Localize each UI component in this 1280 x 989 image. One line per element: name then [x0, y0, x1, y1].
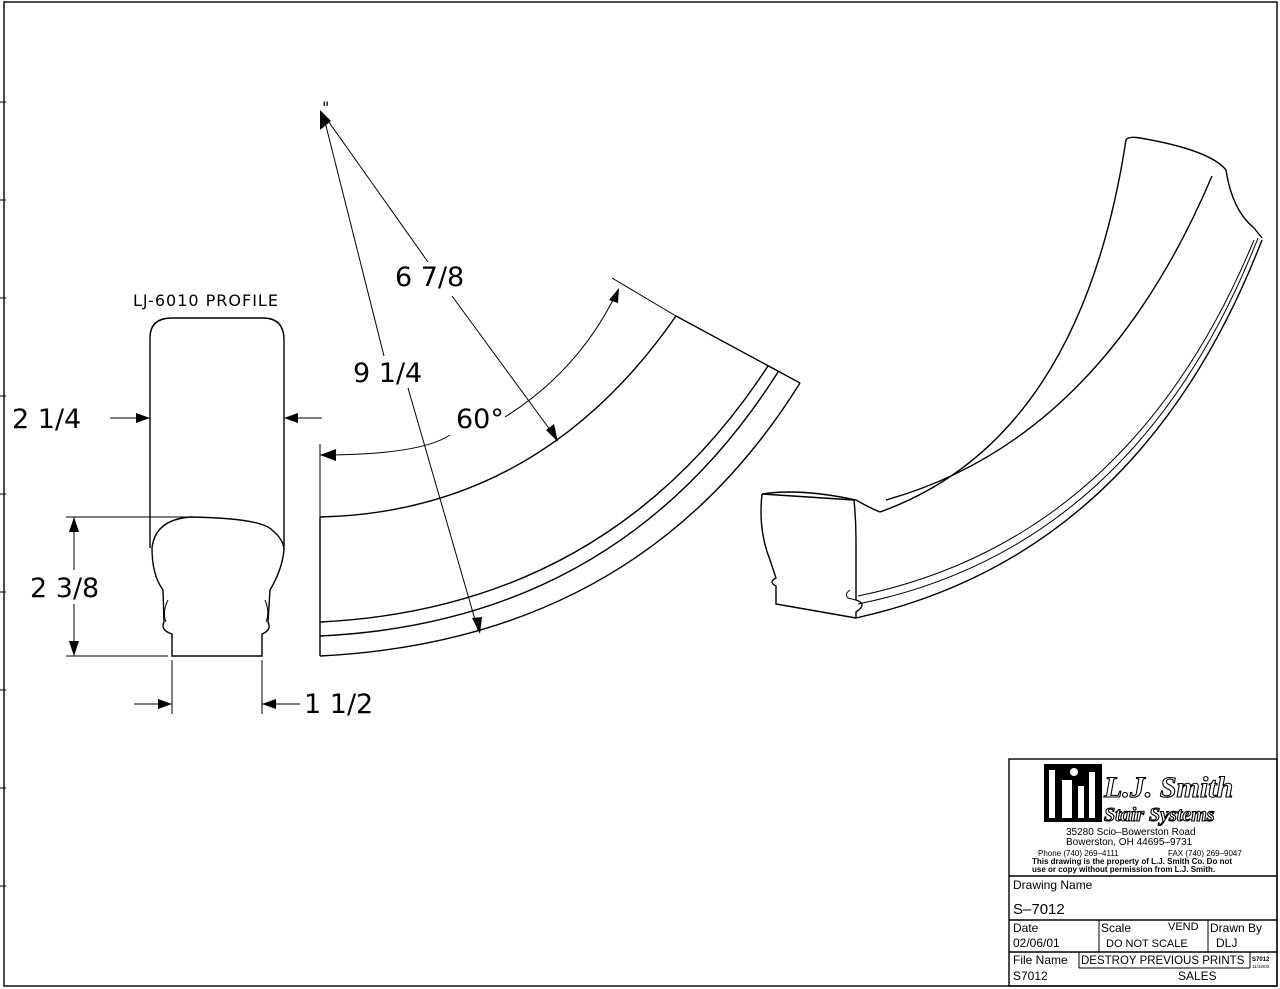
radius-inner-dim: 6 7/8	[395, 262, 464, 293]
rev-date: 11/19/03	[1252, 964, 1270, 969]
rev-tag: S7012	[1252, 957, 1270, 963]
title-block: L.J. Smith Stair Systems 35280 Scio–Bowe…	[1008, 758, 1278, 987]
drawing-name-label: Drawing Name	[1013, 878, 1093, 892]
scale-label: Scale	[1101, 921, 1131, 935]
iso-top-surface	[761, 136, 1255, 513]
profile-base-dim: 1 1/2	[304, 689, 373, 720]
iso-end-profile	[760, 493, 857, 619]
profile-outline	[149, 317, 285, 657]
profile-view: LJ-6010 PROFILE 2 1/4 2 3/8 1 1/2	[12, 291, 373, 720]
profile-height-dim: 2 3/8	[30, 573, 99, 604]
scale-value: DO NOT SCALE	[1106, 938, 1188, 950]
profile-label: LJ-6010 PROFILE	[133, 291, 279, 310]
profile-width-dim: 2 1/4	[12, 404, 81, 435]
company-name: L.J. Smith	[1103, 771, 1233, 804]
isometric-view	[760, 136, 1263, 619]
fax: FAX (740) 269–9047	[1168, 849, 1242, 858]
drawn-by-label: Drawn By	[1210, 921, 1262, 935]
file-name-label: File Name	[1013, 953, 1068, 967]
date-label: Date	[1013, 921, 1039, 935]
arc-inner	[319, 315, 677, 518]
phone: Phone (740) 269–4111	[1038, 849, 1119, 858]
company-division: Stair Systems	[1104, 804, 1215, 826]
notice-line-2: use or copy without permission from L.J.…	[1032, 865, 1215, 874]
drawn-by-value: DLJ	[1216, 936, 1237, 950]
arc-outer-3	[319, 382, 801, 657]
iso-side-edge	[853, 239, 1263, 619]
plan-view: 60° " 6 7/8 9 1/4	[319, 98, 801, 657]
company-logo	[1044, 764, 1102, 822]
file-name-value: S7012	[1013, 969, 1048, 983]
angle-dim: 60°	[456, 404, 504, 435]
arc-outer-2	[319, 371, 779, 637]
drawing-name: S–7012	[1013, 901, 1065, 918]
destroy-notice: DESTROY PREVIOUS PRINTS	[1081, 955, 1245, 967]
notice-line-1: This drawing is the property of L.J. Smi…	[1032, 857, 1232, 866]
vendor-label: VEND	[1168, 921, 1199, 933]
department: SALES	[1178, 969, 1217, 983]
arc-outer-1	[319, 365, 769, 623]
date-value: 02/06/01	[1013, 936, 1060, 950]
address-line-1: 35280 Scio–Bowerston Road	[1066, 827, 1196, 838]
radius-outer-dim: 9 1/4	[353, 358, 422, 389]
address-line-2: Bowerston, OH 44695–9731	[1066, 837, 1193, 848]
center-mark: "	[322, 98, 330, 117]
